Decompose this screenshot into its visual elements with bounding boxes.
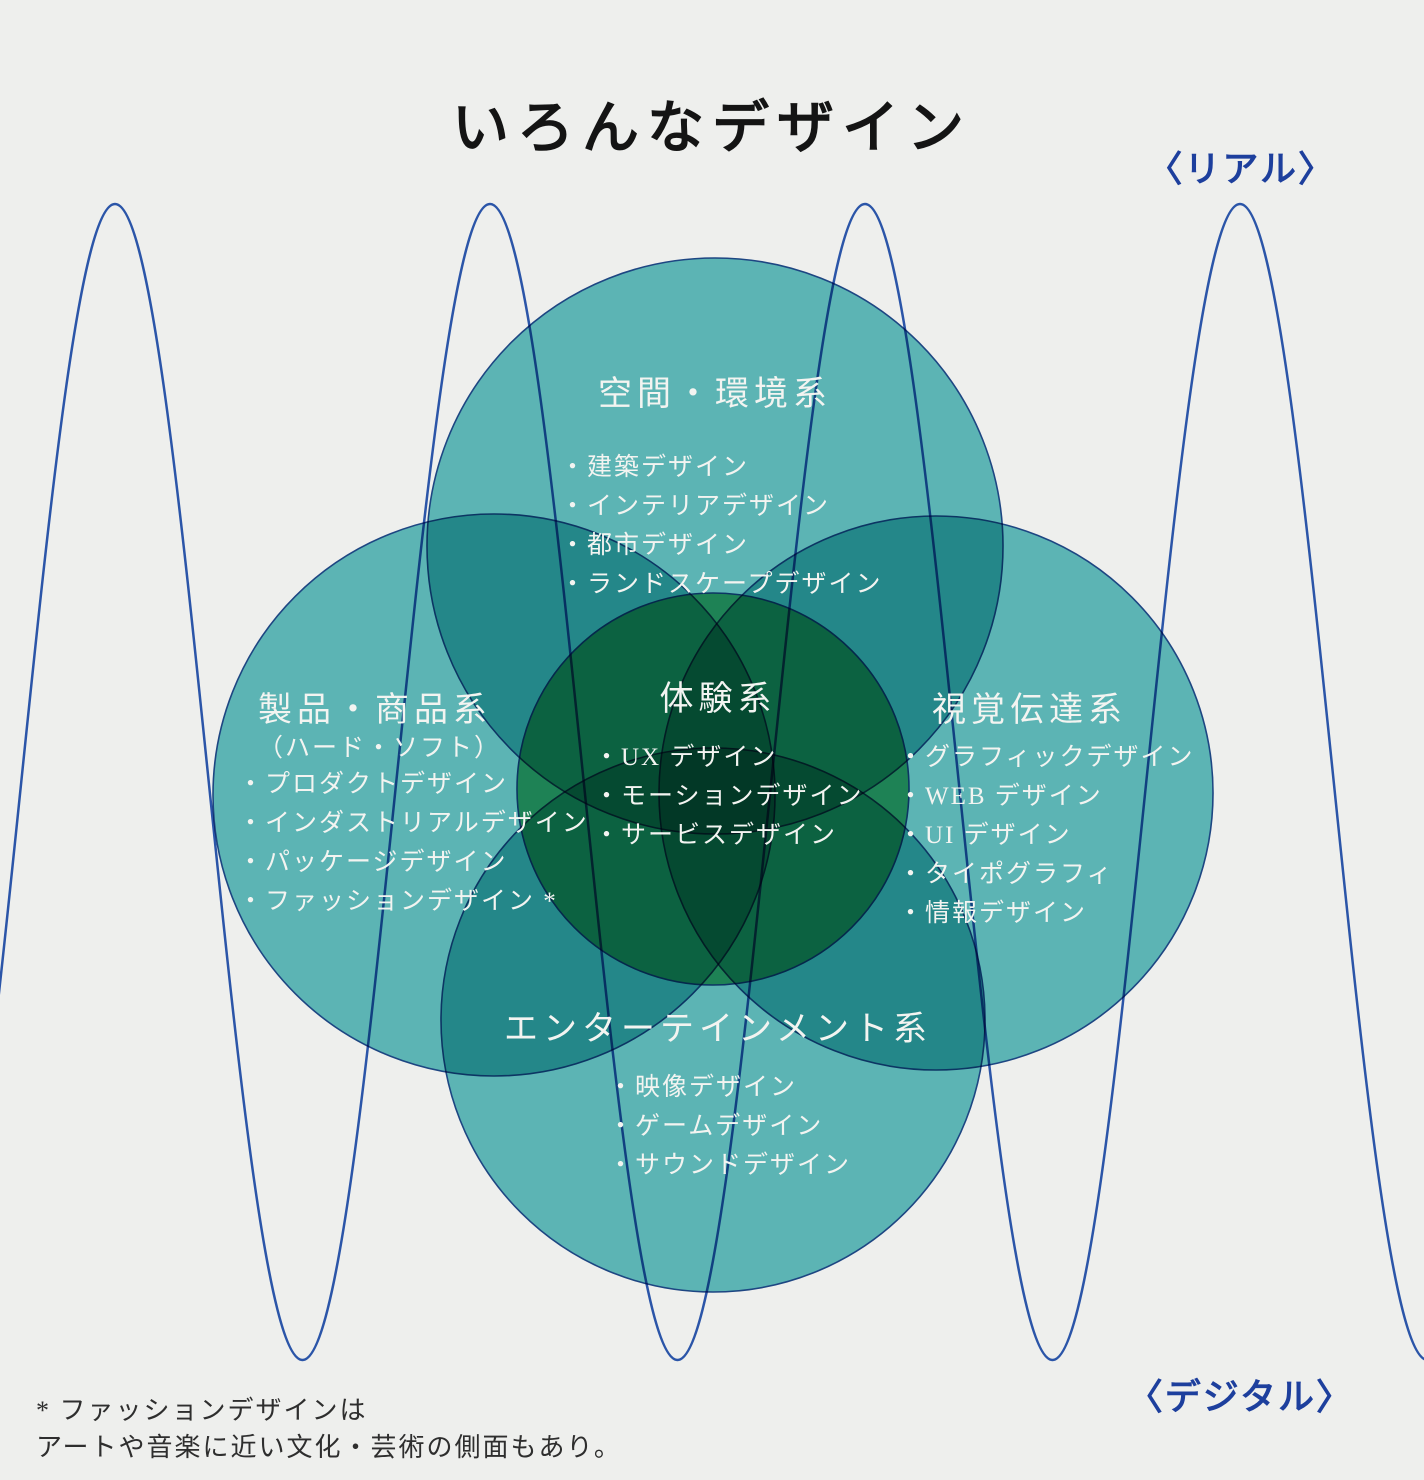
list-item: ・インダストリアルデザイン [238, 810, 589, 837]
list-item: ・タイポグラフィ [898, 861, 1114, 888]
list-item: ・WEB デザイン [898, 783, 1103, 810]
list-item: ・モーションデザイン [594, 783, 864, 810]
list-item: ・サウンドデザイン [608, 1152, 852, 1179]
list-item: ・インテリアデザイン [560, 493, 831, 520]
list-item: ・ランドスケープデザイン [560, 571, 883, 598]
footnote-line-1: * ファッションデザインは [36, 1396, 368, 1425]
group-title-spatial: 空間・環境系 [598, 376, 832, 413]
list-item: ・グラフィックデザイン [898, 744, 1195, 771]
group-items-product: ・プロダクトデザイン ・インダストリアルデザイン ・パッケージデザイン ・ファッ… [238, 765, 589, 921]
list-item: ・ファッションデザイン * [238, 888, 558, 915]
list-item: ・情報デザイン [898, 900, 1088, 927]
group-subtitle-product: （ハード・ソフト） [258, 735, 502, 762]
list-item: ・映像デザイン [608, 1074, 798, 1101]
list-item: ・パッケージデザイン [238, 849, 508, 876]
list-item: ・サービスデザイン [594, 822, 838, 849]
group-items-experience: ・UX デザイン ・モーションデザイン ・サービスデザイン [594, 738, 864, 855]
list-item: ・UX デザイン [594, 744, 778, 771]
axis-label-digital: 〈デジタル〉 [1126, 1377, 1354, 1417]
group-title-experience: 体験系 [659, 681, 777, 718]
list-item: ・建築デザイン [560, 454, 750, 481]
group-items-entertainment: ・映像デザイン ・ゲームデザイン ・サウンドデザイン [608, 1068, 851, 1185]
list-item: ・UI デザイン [898, 822, 1072, 849]
experience-circle [516, 592, 910, 986]
wave-line [0, 202, 1424, 1362]
footnote: * ファッションデザインは アートや音楽に近い文化・芸術の側面もあり。 [36, 1392, 622, 1466]
list-item: ・都市デザイン [560, 532, 750, 559]
group-title-entertainment: エンターテインメント系 [504, 1011, 932, 1048]
group-items-visual: ・グラフィックデザイン ・WEB デザイン ・UI デザイン ・タイポグラフィ … [898, 738, 1195, 933]
group-title-product: 製品・商品系 [258, 692, 492, 729]
page-title: いろんなデザイン [452, 97, 972, 160]
group-items-spatial: ・建築デザイン ・インテリアデザイン ・都市デザイン ・ランドスケープデザイン [560, 448, 883, 604]
list-item: ・プロダクトデザイン [238, 771, 509, 798]
axis-label-real: 〈リアル〉 [1146, 149, 1336, 189]
footnote-line-2: アートや音楽に近い文化・芸術の側面もあり。 [36, 1433, 622, 1462]
list-item: ・ゲームデザイン [608, 1113, 824, 1140]
group-title-visual: 視覚伝達系 [932, 692, 1127, 729]
